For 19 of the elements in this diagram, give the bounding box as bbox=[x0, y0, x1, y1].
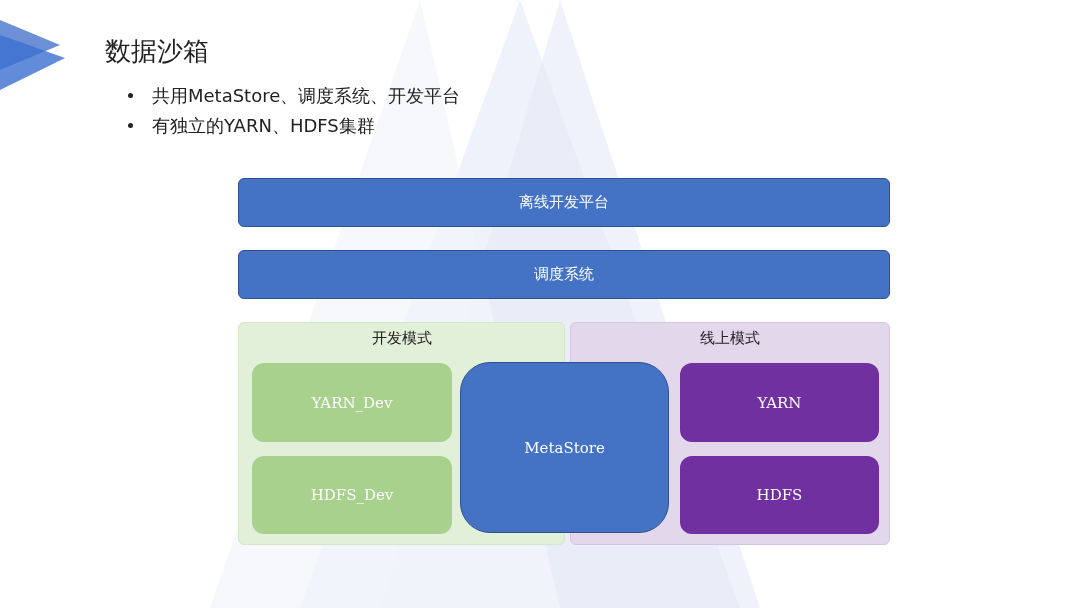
slide-title: 数据沙箱 bbox=[105, 35, 209, 68]
box-label: YARN_Dev bbox=[311, 393, 393, 412]
component-box bbox=[680, 363, 879, 442]
box-label: HDFS_Dev bbox=[310, 486, 394, 504]
layer-bar bbox=[238, 178, 890, 227]
component-box bbox=[252, 363, 452, 442]
layer-bar bbox=[238, 250, 890, 299]
component-box bbox=[252, 456, 452, 534]
box-label: HDFS bbox=[756, 486, 803, 504]
box-label: 离线开发平台 bbox=[519, 193, 609, 212]
bullet-text: 共用MetaStore、调度系统、开发平台 bbox=[152, 85, 461, 106]
component-box bbox=[460, 362, 669, 533]
box-label: YARN bbox=[757, 393, 802, 412]
group-label: 开发模式 bbox=[371, 329, 432, 348]
box-label: 调度系统 bbox=[534, 265, 594, 284]
group-label: 线上模式 bbox=[700, 329, 760, 348]
component-box bbox=[680, 456, 879, 534]
bullet-text: 有独立的YARN、HDFS集群 bbox=[152, 115, 375, 136]
box-label: MetaStore bbox=[524, 438, 605, 457]
